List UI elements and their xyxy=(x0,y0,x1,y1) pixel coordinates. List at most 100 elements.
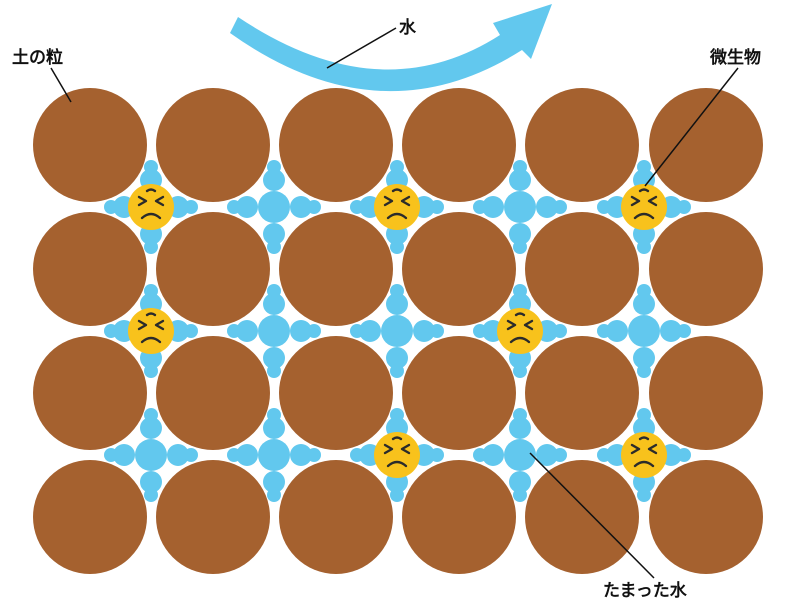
water-droplet xyxy=(553,448,567,462)
soil-particle xyxy=(525,212,639,326)
water-droplet xyxy=(513,408,527,422)
water-droplet xyxy=(267,408,281,422)
soil-particle xyxy=(279,336,393,450)
water-droplet xyxy=(144,408,158,422)
water-droplet xyxy=(390,284,404,298)
soil-particle xyxy=(649,212,763,326)
soil-particle xyxy=(402,88,516,202)
water-droplet xyxy=(258,191,290,223)
soil-particle xyxy=(649,336,763,450)
water-droplet xyxy=(513,284,527,298)
angry-face-icon xyxy=(128,184,174,230)
water-droplet xyxy=(597,324,611,338)
water-droplet xyxy=(267,284,281,298)
soil-particle xyxy=(402,460,516,574)
soil-particle xyxy=(33,336,147,450)
water-droplet xyxy=(227,200,241,214)
water-droplet xyxy=(390,408,404,422)
water-droplet xyxy=(184,200,198,214)
water-droplet xyxy=(144,160,158,174)
water-droplet xyxy=(504,191,536,223)
water-flow-arrow-icon xyxy=(230,4,552,91)
water-droplet xyxy=(144,488,158,502)
soil-particle xyxy=(279,88,393,202)
angry-face-icon xyxy=(621,184,667,230)
soil-particle xyxy=(649,460,763,574)
water-droplet xyxy=(381,315,413,347)
water-droplet xyxy=(144,240,158,254)
water-droplet xyxy=(390,160,404,174)
microbe-label: 微生物 xyxy=(709,47,761,68)
water-callout-line xyxy=(327,28,396,68)
water-droplet xyxy=(430,200,444,214)
soil-particle xyxy=(33,88,147,202)
water-droplet xyxy=(553,200,567,214)
soil-particle xyxy=(33,212,147,326)
water-droplet xyxy=(628,315,660,347)
water-droplet xyxy=(513,364,527,378)
water-droplet xyxy=(390,488,404,502)
angry-face-icon xyxy=(621,432,667,478)
water-droplet xyxy=(473,324,487,338)
water-droplet xyxy=(597,448,611,462)
water-droplet xyxy=(677,200,691,214)
soil-particle xyxy=(402,212,516,326)
angry-face-icon xyxy=(497,308,543,354)
soil-particle-label: 土の粒 xyxy=(12,47,63,68)
water-droplet xyxy=(258,315,290,347)
water-droplet xyxy=(258,439,290,471)
water-droplet xyxy=(677,324,691,338)
water-droplet xyxy=(267,488,281,502)
water-droplet xyxy=(350,200,364,214)
stagnant-water-label: たまった水 xyxy=(603,580,688,601)
water-droplet xyxy=(307,448,321,462)
water-droplet xyxy=(513,160,527,174)
water-droplet xyxy=(637,364,651,378)
water-droplet xyxy=(104,324,118,338)
water-droplet xyxy=(184,324,198,338)
water-droplet xyxy=(184,448,198,462)
water-droplet xyxy=(267,160,281,174)
water-droplet xyxy=(637,160,651,174)
angry-face-icon xyxy=(128,308,174,354)
angry-face-icon xyxy=(374,184,420,230)
water-droplet xyxy=(350,448,364,462)
water-droplet xyxy=(473,448,487,462)
water-droplet xyxy=(677,448,691,462)
soil-particle xyxy=(33,460,147,574)
water-droplet xyxy=(307,200,321,214)
water-droplet xyxy=(430,324,444,338)
soil-particle xyxy=(525,88,639,202)
water-droplet xyxy=(513,240,527,254)
water-droplet xyxy=(513,488,527,502)
soil-particle xyxy=(279,212,393,326)
water-droplet xyxy=(227,324,241,338)
water-droplet xyxy=(597,200,611,214)
soil-particle xyxy=(156,88,270,202)
water-label: 水 xyxy=(399,17,417,38)
water-droplet xyxy=(637,488,651,502)
soil-particle xyxy=(402,336,516,450)
water-droplet xyxy=(104,448,118,462)
water-droplet xyxy=(390,364,404,378)
soil-particle xyxy=(156,336,270,450)
water-droplet xyxy=(637,240,651,254)
water-droplet xyxy=(430,448,444,462)
water-droplet xyxy=(553,324,567,338)
soil-particle xyxy=(279,460,393,574)
water-droplet xyxy=(350,324,364,338)
soil-particle xyxy=(525,336,639,450)
water-droplet xyxy=(307,324,321,338)
water-droplet xyxy=(144,284,158,298)
water-droplet xyxy=(104,200,118,214)
soil-particle xyxy=(156,460,270,574)
water-droplet xyxy=(135,439,167,471)
water-droplet xyxy=(267,240,281,254)
water-droplet xyxy=(637,284,651,298)
water-droplet xyxy=(227,448,241,462)
soil-particle xyxy=(156,212,270,326)
water-droplet xyxy=(267,364,281,378)
water-droplet xyxy=(144,364,158,378)
water-droplet xyxy=(390,240,404,254)
